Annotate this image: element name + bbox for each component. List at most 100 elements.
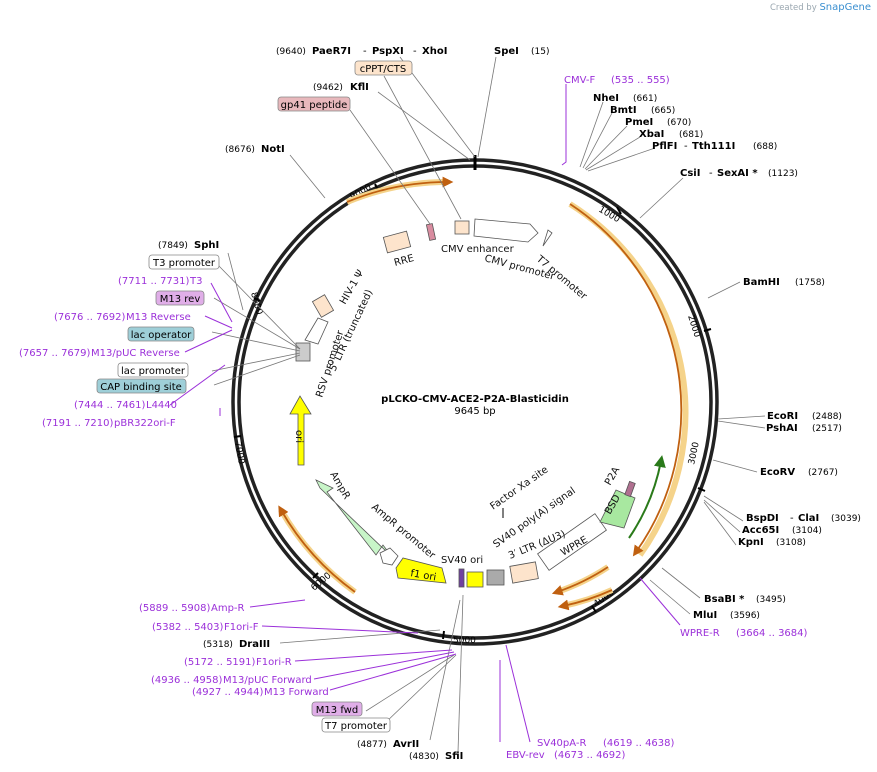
tick-3000: 3000 (687, 441, 702, 466)
primer-m13puc-fwd-range: (4936 .. 4958) (151, 675, 223, 686)
leader-lines (211, 56, 766, 753)
coord-8676: (8676) (225, 145, 255, 155)
coord-665: (665) (651, 106, 675, 116)
primer-f1orir-range: (5172 .. 5191) (184, 657, 256, 668)
site-spei: SpeI (494, 46, 519, 57)
ltr3-feature (509, 561, 539, 584)
primer-sv40par-range: (4619 .. 4638) (603, 738, 675, 749)
site-xbai: XbaI (639, 129, 664, 140)
primer-ampr-range: (5889 .. 5908) (139, 603, 211, 614)
coord-9640: (9640) (276, 47, 306, 57)
ampr-arrow (315, 479, 393, 561)
p2a-label: P2A (603, 465, 622, 487)
primer-ampr: Amp-R (211, 603, 245, 614)
rre-feature (382, 230, 412, 254)
f1ori-label: f1 ori (409, 568, 437, 583)
credit-prefix: Created by (769, 3, 817, 13)
coord-7849: (7849) (158, 241, 188, 251)
primer-m13fwd-long: M13 Forward (264, 687, 329, 698)
t7-promoter-box-label: T7 promoter (324, 721, 388, 732)
site-kpni: KpnI (738, 537, 764, 548)
m13-rev-box-label: M13 rev (160, 294, 201, 305)
m13-fwd-box-label: M13 fwd (316, 705, 358, 716)
primer-cmvf-range: (535 .. 555) (611, 75, 670, 86)
site-nhei: NheI (593, 93, 619, 104)
site-labels: (9640) PaeR7I - PspXI - XhoI SpeI (15) (… (158, 46, 861, 762)
ampr-promoter-label: AmpR promoter (369, 502, 438, 562)
primer-t3: T3 (189, 276, 202, 287)
svg-text:-: - (363, 46, 367, 57)
cap-box-label: CAP binding site (100, 382, 182, 393)
tick-7000: 7000 (232, 441, 246, 466)
primer-f1orif-range: (5382 .. 5403) (152, 622, 224, 633)
features (289, 218, 636, 588)
coord-9462: (9462) (313, 83, 343, 93)
site-bmti: BmtI (610, 105, 637, 116)
svg-text:-: - (684, 141, 688, 152)
primer-labels: CMV-F (535 .. 555) (7711 .. 7731) T3 (76… (19, 75, 808, 761)
site-csii: CsiI (680, 168, 700, 179)
t3-promoter-box-label: T3 promoter (152, 258, 216, 269)
site-paer7i: PaeR7I (312, 46, 351, 57)
coord-1758: (1758) (795, 278, 825, 288)
primer-m13puc-fwd: M13/pUC Forward (223, 675, 312, 686)
f1ori-arrow (395, 557, 447, 584)
site-pmei: PmeI (625, 117, 653, 128)
coord-3104: (3104) (792, 526, 822, 536)
coord-3495: (3495) (756, 595, 786, 605)
coord-1123: (1123) (768, 169, 798, 179)
snapgene-logo: SnapGene (819, 2, 871, 13)
site-ecori: EcoRI (767, 411, 798, 422)
primer-wprer-range: (3664 .. 3684) (736, 628, 808, 639)
site-tth111i: Tth111I (692, 141, 735, 152)
site-draiii: DraIII (239, 639, 270, 650)
site-xhoi: XhoI (422, 46, 447, 57)
sv40pa-feature (486, 569, 505, 586)
primer-sv40par: SV40pA-R (537, 738, 586, 749)
site-bsabi: BsaBI * (704, 594, 745, 605)
primer-m13fwd-range: (4927 .. 4944) (192, 687, 264, 698)
site-ecorv: EcoRV (760, 467, 795, 478)
coord-670: (670) (667, 118, 691, 128)
ori-arrow (289, 395, 312, 466)
tick-5000: 5000 (453, 636, 476, 646)
coord-3108: (3108) (776, 538, 806, 548)
primer-l4440: L4440 (146, 400, 177, 411)
primer-f1orif: F1ori-F (224, 622, 259, 633)
ampr-promoter-arrow (379, 547, 399, 566)
site-mlui: MluI (693, 610, 717, 621)
site-noti: NotI (261, 144, 285, 155)
primer-m13rev-range: (7676 .. 7692) (54, 312, 126, 323)
orf-arcs (278, 176, 689, 611)
primer-f1orir: F1ori-R (256, 657, 292, 668)
ori-label: ori (293, 430, 304, 443)
cmv-enhancer-arrow (473, 218, 539, 243)
primer-ebvrev: EBV-rev (506, 750, 545, 761)
primer-wprer: WPRE-R (680, 628, 720, 639)
bsd-arrow (599, 489, 636, 529)
site-bspdi: BspDI (746, 513, 779, 524)
gp41-box-label: gp41 peptide (281, 100, 348, 111)
snapgene-credit: Created by SnapGene (770, 2, 871, 13)
coord-3039: (3039) (831, 514, 861, 524)
site-pflfi: PflFI (652, 141, 677, 152)
coord-681: (681) (679, 130, 703, 140)
factor-xa-label: Factor Xa site (488, 464, 550, 512)
cppt-feature (454, 220, 470, 235)
plasmid-name: pLCKO-CMV-ACE2-P2A-Blasticidin (381, 394, 569, 405)
site-acc65i: Acc65I (742, 525, 779, 536)
primer-m13rev-long: M13 Reverse (126, 312, 191, 323)
coord-5318: (5318) (203, 640, 233, 650)
primer-pbr322-range: (7191 .. 7210) (42, 418, 114, 429)
primer-cmvf: CMV-F (564, 75, 595, 86)
primer-lines (169, 84, 681, 743)
site-sfii: SfiI (445, 751, 463, 762)
coord-3596: (3596) (730, 611, 760, 621)
cppt-box-label: cPPT/CTS (360, 64, 406, 75)
gp41-feature (425, 223, 437, 241)
site-bamhi: BamHI (743, 277, 780, 288)
site-pspxi: PspXI (372, 46, 404, 57)
rsv-feature (295, 342, 311, 362)
site-pshai: PshAI (766, 423, 798, 434)
